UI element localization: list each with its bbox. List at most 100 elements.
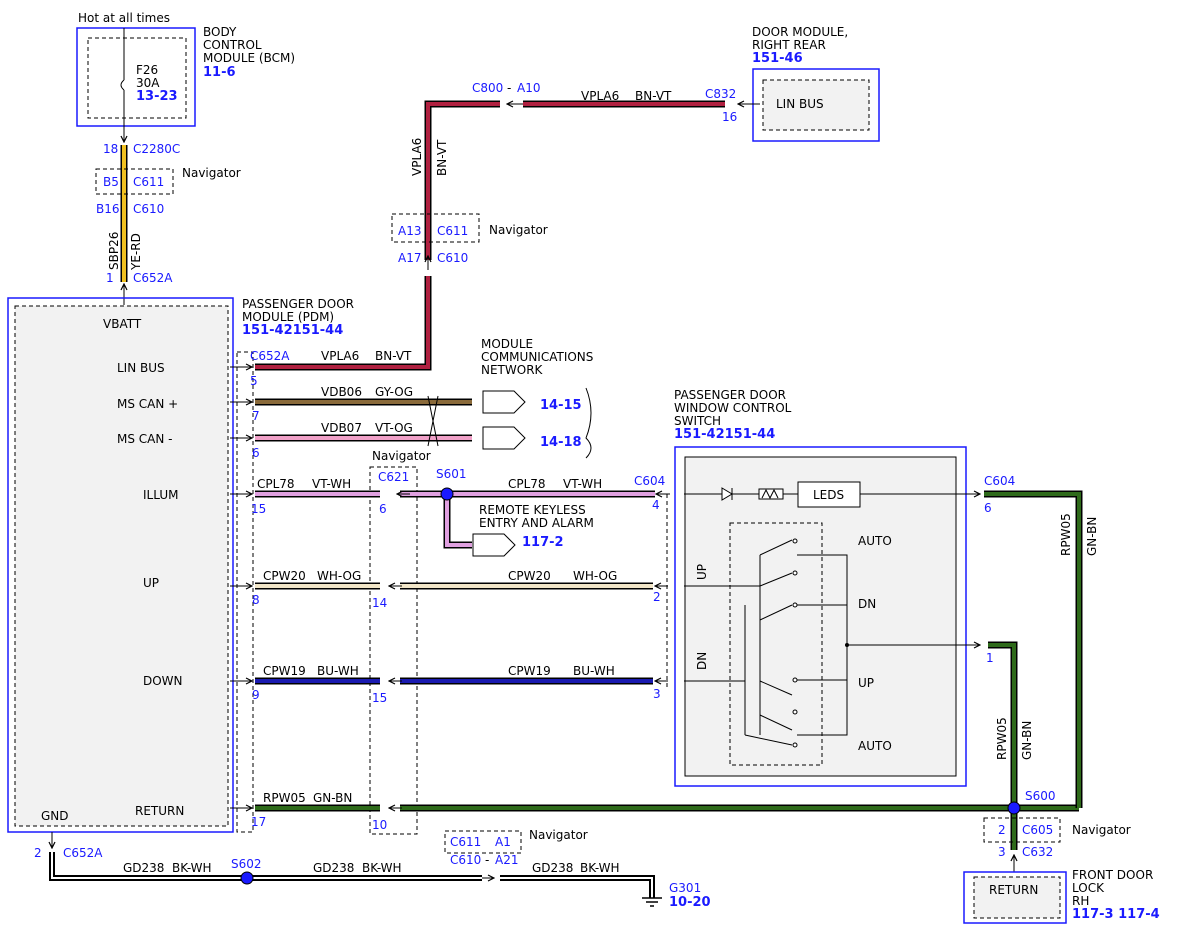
- bcm-ref: 11-6: [203, 65, 236, 80]
- c800-label: C800: [472, 81, 503, 95]
- gnd-wire: 2 C652A GD238 BK-WH S602 GD238 BK-WH C61…: [34, 828, 711, 910]
- a13-label: A13: [398, 224, 421, 238]
- up-mid-pin: 14: [372, 596, 387, 610]
- down-circuit-2: CPW19: [508, 664, 551, 678]
- sbp26-color: YE-RD: [129, 233, 143, 271]
- mcn-name-2: COMMUNICATIONS: [481, 350, 593, 364]
- sw-dn-side: DN: [695, 652, 709, 670]
- rpw05-right-circuit: RPW05: [1059, 513, 1073, 556]
- s602-label: S602: [231, 857, 262, 871]
- vpla6-vert-color: BN-VT: [435, 139, 449, 176]
- rpw05-right-color: GN-BN: [1085, 517, 1099, 556]
- a17-label: A17: [398, 251, 421, 265]
- lin-pin: 5: [250, 374, 258, 388]
- pdm-ref: 151-42151-44: [242, 323, 343, 338]
- c832-label: C832: [705, 87, 736, 101]
- bcm-name-3: MODULE (BCM): [203, 51, 295, 65]
- bcm-module: Hot at all times F26 30A 13-23 BODY CONT…: [76, 11, 295, 127]
- pdm-name-2: MODULE (PDM): [242, 310, 334, 324]
- c652a-label-top: C652A: [133, 271, 173, 285]
- canm-connector-icon: [482, 426, 526, 450]
- return-wire: 17 RPW05 GN-BN 10: [251, 791, 1079, 832]
- canp-ref: 14-15: [540, 398, 582, 413]
- down-mid-pin: 15: [372, 691, 387, 705]
- canp-circuit: VDB06: [321, 385, 362, 399]
- sw-up: UP: [858, 676, 874, 690]
- c621-navigator: Navigator: [372, 449, 431, 463]
- gnd-c611: C611: [450, 835, 481, 849]
- s601-label: S601: [436, 467, 467, 481]
- sw-name-1: PASSENGER DOOR: [674, 388, 786, 402]
- sw-name-2: WINDOW CONTROL: [674, 401, 792, 415]
- vpla6-top-color: BN-VT: [635, 89, 672, 103]
- pdm-ms-can-plus: MS CAN +: [117, 397, 178, 411]
- mcn-name-1: MODULE: [481, 337, 533, 351]
- gnd-color-3: BK-WH: [580, 861, 620, 875]
- canm-ref: 14-18: [540, 435, 582, 450]
- s601-splice: [440, 487, 454, 501]
- c605-navigator: Navigator: [1072, 823, 1131, 837]
- c611-label-left: C611: [133, 175, 164, 189]
- pdm-illum: ILLUM: [143, 488, 178, 502]
- a10-label: A10: [517, 81, 540, 95]
- lin-wire: C652A 5 VPLA6 BN-VT: [250, 349, 412, 388]
- c621-connector: Navigator C621: [369, 449, 431, 835]
- hot-label: Hot at all times: [78, 11, 170, 25]
- c605-label: C605: [1022, 823, 1053, 837]
- gnd-a1: A1: [495, 835, 511, 849]
- c2280c-pin: 18: [103, 142, 118, 156]
- gnd-circuit-1: GD238: [123, 861, 164, 875]
- twisted-pair-icon: [427, 395, 439, 447]
- g301-label: G301: [669, 881, 701, 895]
- fuse-ref: 13-23: [136, 89, 178, 104]
- sw-ref: 151-42151-44: [674, 427, 775, 442]
- down-color: BU-WH: [317, 664, 359, 678]
- up-color-2: WH-OG: [573, 569, 617, 583]
- down-color-2: BU-WH: [573, 664, 615, 678]
- c800-dash: -: [507, 81, 511, 95]
- down-circuit: CPW19: [263, 664, 306, 678]
- canm-color: VT-OG: [375, 421, 413, 435]
- sw-c604: C604: [984, 474, 1015, 488]
- fdl-name-2: LOCK: [1072, 881, 1105, 895]
- up-wire: 8 CPW20 WH-OG 14 CPW20 WH-OG 2: [252, 569, 668, 610]
- c621-label: C621: [378, 470, 409, 484]
- gnd-conn: C652A: [63, 846, 103, 860]
- illum-pin: 15: [251, 502, 266, 516]
- gnd-c610: C610: [450, 853, 481, 867]
- rpw05-mid-circuit: RPW05: [995, 717, 1009, 760]
- s602-splice: [240, 871, 254, 885]
- s600-splice: [1007, 801, 1021, 815]
- c832-pin: 16: [722, 110, 737, 124]
- ground-symbol-icon: [642, 897, 662, 907]
- illum-circuit-2: CPL78: [508, 477, 546, 491]
- up-color: WH-OG: [317, 569, 361, 583]
- illum-wire: S601 REMOTE KEYLESS ENTRY AND ALARM 117-…: [251, 467, 670, 557]
- gnd-color-2: BK-WH: [362, 861, 402, 875]
- up-circuit: CPW20: [263, 569, 306, 583]
- c610-pin-left: B16: [96, 202, 120, 216]
- pdm-up: UP: [143, 576, 159, 590]
- c632-label: C632: [1022, 845, 1053, 859]
- fuse-id: F26: [136, 63, 158, 77]
- canp-connector-icon: [482, 390, 526, 414]
- rke-ref: 117-2: [522, 535, 564, 550]
- bcm-name-2: CONTROL: [203, 38, 262, 52]
- mcn-name-3: NETWORK: [481, 363, 544, 377]
- s600-label: S600: [1025, 789, 1056, 803]
- gnd-circuit-2: GD238: [313, 861, 354, 875]
- pdm-vbatt: VBATT: [103, 317, 142, 331]
- up-pin: 8: [252, 593, 260, 607]
- leds-label: LEDS: [813, 488, 844, 502]
- rpw05-mid-color: GN-BN: [1020, 721, 1034, 760]
- pdm-pin-arrows: [230, 367, 252, 808]
- g301-ref: 10-20: [669, 895, 711, 910]
- fdl-return: RETURN: [989, 883, 1038, 897]
- illum-circuit: CPL78: [257, 477, 295, 491]
- ret-color: GN-BN: [313, 791, 352, 805]
- pdm-gnd: GND: [41, 809, 69, 823]
- down-sw-pin: 3: [653, 687, 661, 701]
- c610-label-mid: C610: [437, 251, 468, 265]
- lin-color: BN-VT: [375, 349, 412, 363]
- drr-lin-bus: LIN BUS: [776, 97, 824, 111]
